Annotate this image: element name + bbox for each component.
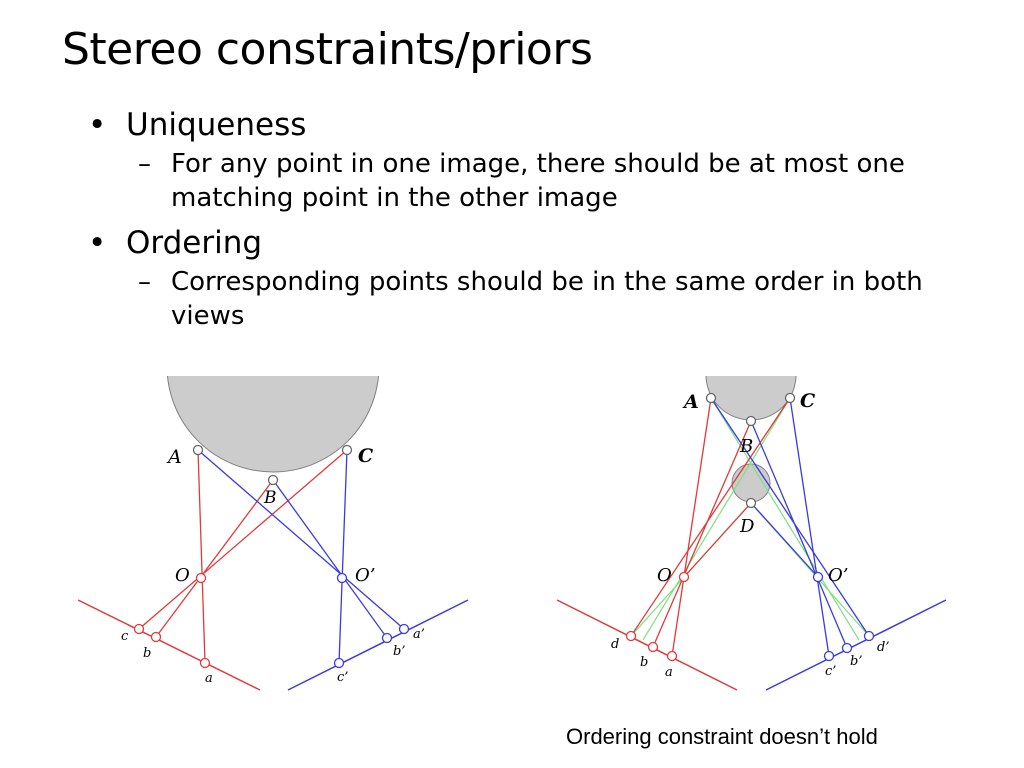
right-camera-rays — [710, 397, 870, 657]
label-b-prime: b’ — [393, 644, 405, 659]
label-d-prime: d’ — [877, 640, 889, 655]
label-a-prime: a’ — [413, 627, 425, 642]
left-camera-rays — [630, 397, 791, 657]
image-point-d — [625, 630, 637, 642]
label-O-prime: O’ — [828, 565, 848, 586]
point-D — [745, 497, 757, 509]
right-diagram: A B C D O O’ d b a c’ b’ d’ — [556, 376, 947, 691]
sub-bullet-ordering: – Corresponding points should be in the … — [88, 265, 988, 333]
label-c-prime: c’ — [337, 670, 348, 685]
left-camera-rays — [138, 449, 348, 664]
image-point-a — [199, 657, 211, 669]
bullet-uniqueness: • Uniqueness — [88, 105, 988, 145]
label-O: O — [657, 565, 672, 586]
camera-center-O-prime — [812, 571, 824, 583]
bullet-label: Uniqueness — [126, 107, 307, 143]
label-B: B — [739, 436, 753, 457]
bullet-dot: • — [88, 107, 107, 143]
label-c: c — [121, 629, 129, 644]
label-A: A — [682, 391, 699, 413]
point-C — [341, 444, 353, 456]
bullet-dot: • — [88, 225, 107, 261]
right-camera-rays — [197, 449, 405, 664]
image-point-b-prime — [841, 642, 853, 654]
image-point-b-prime — [381, 632, 393, 644]
image-point-b — [150, 631, 162, 643]
bullet-ordering: • Ordering — [88, 223, 988, 263]
left-image-plane — [556, 599, 738, 691]
point-B — [267, 474, 279, 486]
label-O-prime: O’ — [355, 565, 375, 586]
point-B — [745, 415, 757, 427]
image-point-d-prime — [863, 630, 875, 642]
label-O: O — [175, 565, 190, 586]
label-B: B — [263, 488, 277, 508]
point-A — [705, 392, 717, 404]
label-b-prime: b’ — [850, 654, 862, 669]
image-point-c — [133, 623, 145, 635]
label-b: b — [640, 655, 648, 670]
left-image-plane — [77, 599, 261, 691]
image-point-a — [666, 650, 678, 662]
slide-title: Stereo constraints/priors — [62, 24, 593, 75]
camera-center-O — [678, 571, 690, 583]
label-a: a — [665, 665, 673, 680]
right-image-plane — [765, 599, 947, 691]
label-A: A — [166, 446, 182, 468]
camera-center-O-prime — [336, 572, 348, 584]
right-image-plane — [287, 599, 469, 691]
label-C: C — [800, 390, 815, 412]
left-diagram: A B C O O’ c b a a’ b’ c’ — [77, 376, 469, 691]
point-A — [192, 444, 204, 456]
label-a: a — [205, 671, 213, 686]
label-b: b — [143, 646, 151, 661]
bullet-list: • Uniqueness – For any point in one imag… — [88, 105, 988, 341]
scene-object-left — [167, 376, 379, 473]
label-C: C — [358, 445, 373, 467]
camera-center-O — [195, 572, 207, 584]
sub-bullet-text: For any point in one image, there should… — [171, 149, 905, 213]
image-point-b — [647, 641, 659, 653]
scene-object-far — [705, 376, 797, 421]
diagram-caption: Ordering constraint doesn’t hold — [566, 724, 878, 749]
bullet-label: Ordering — [126, 225, 263, 261]
sub-bullet-text: Corresponding points should be in the sa… — [171, 267, 923, 331]
dash-marker: – — [138, 149, 151, 179]
point-C — [784, 392, 796, 404]
sub-bullet-uniqueness: – For any point in one image, there shou… — [88, 147, 988, 215]
dash-marker: – — [138, 267, 151, 297]
label-D: D — [739, 516, 755, 537]
label-c-prime: c’ — [825, 664, 836, 679]
label-d: d — [611, 637, 619, 652]
image-point-a-prime — [398, 623, 410, 635]
image-point-c-prime — [333, 657, 345, 669]
image-point-c-prime — [823, 650, 835, 662]
